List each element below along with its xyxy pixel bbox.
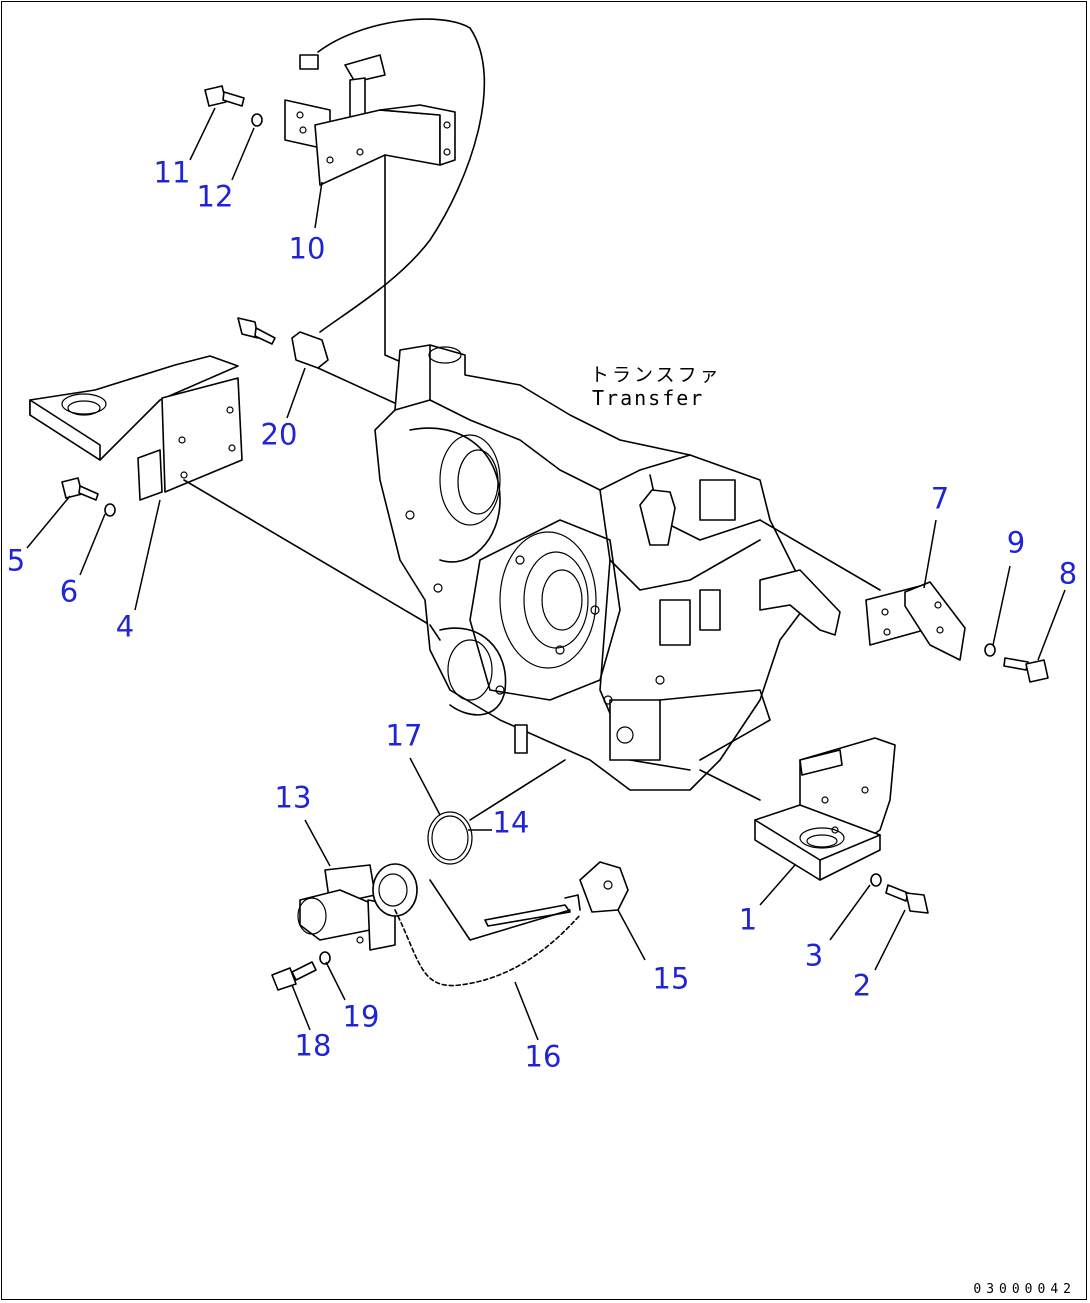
callout-11[interactable]: 11: [153, 155, 191, 190]
connector-part-20: [237, 317, 411, 411]
transfer-label-japanese: トランスファ: [590, 364, 722, 386]
callout-18[interactable]: 18: [294, 1028, 332, 1063]
callout-12[interactable]: 12: [196, 179, 234, 214]
callout-6[interactable]: 6: [59, 574, 79, 609]
callout-20[interactable]: 20: [260, 417, 298, 452]
o-ring-part-17: [427, 811, 473, 865]
callout-9[interactable]: 9: [1006, 525, 1026, 560]
upper-bracket-part-10: [284, 54, 456, 369]
drawing-reference-code: 03000042: [973, 1282, 1076, 1297]
washer-part-9: [984, 643, 996, 657]
right-mount-bracket-part-1: [754, 737, 896, 881]
callout-19[interactable]: 19: [342, 999, 380, 1034]
bolt-part-5: [61, 477, 99, 501]
callout-13[interactable]: 13: [274, 780, 312, 815]
callout-17[interactable]: 17: [385, 718, 423, 753]
callout-8[interactable]: 8: [1058, 556, 1078, 591]
callout-14[interactable]: 14: [492, 805, 530, 840]
cable-harness: [319, 27, 486, 333]
washer-part-6: [104, 503, 116, 517]
leader-lines: [26, 107, 1066, 1041]
washer-part-3: [870, 873, 882, 887]
washer-part-19: [319, 951, 331, 965]
chain-part-16: [394, 909, 581, 987]
callout-7[interactable]: 7: [930, 481, 950, 516]
callout-15[interactable]: 15: [652, 961, 690, 996]
cap-part-15: [579, 861, 629, 913]
callout-10[interactable]: 10: [288, 231, 326, 266]
callout-1[interactable]: 1: [738, 902, 758, 937]
transfer-case: [374, 344, 881, 801]
bolt-part-8: [1003, 657, 1049, 683]
callout-2[interactable]: 2: [852, 968, 872, 1003]
left-mount-bracket-part-4: [29, 355, 431, 626]
callout-16[interactable]: 16: [524, 1039, 562, 1074]
bolt-part-11: [204, 85, 245, 107]
filler-tube-part-13: [297, 863, 418, 951]
callout-3[interactable]: 3: [804, 938, 824, 973]
callout-5[interactable]: 5: [6, 543, 26, 578]
bolt-part-18: [271, 961, 317, 991]
right-bracket-part-7: [865, 581, 966, 661]
callout-4[interactable]: 4: [115, 609, 135, 644]
washer-part-12: [251, 113, 263, 127]
bolt-part-2: [885, 884, 929, 914]
transfer-label-english: Transfer: [592, 386, 705, 410]
dipstick-part-14: [429, 759, 581, 941]
